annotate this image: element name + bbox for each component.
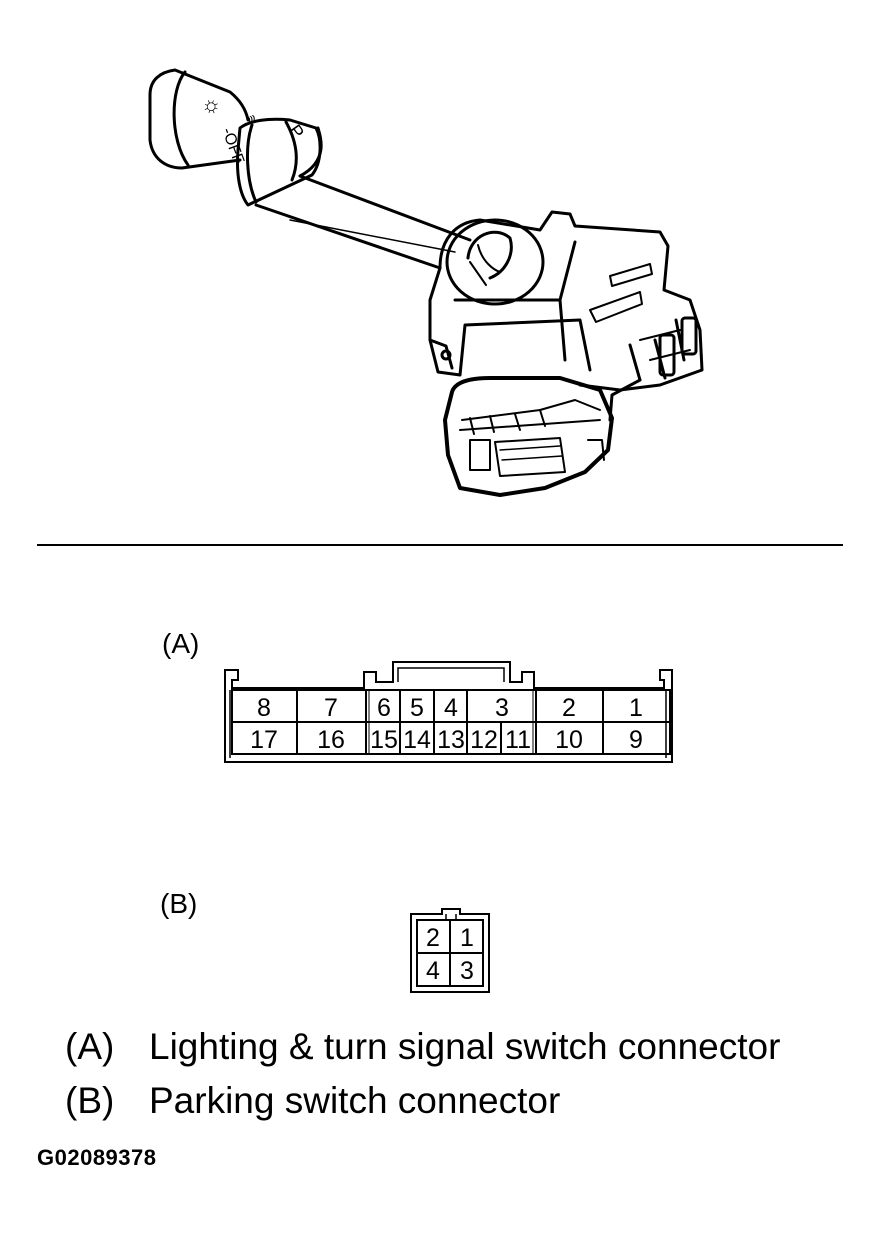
switch-lever xyxy=(148,68,472,270)
lever-marking-tail-icon: ≋ xyxy=(243,112,261,127)
connector-a-face: 8 7 6 5 4 3 2 1 17 16 15 14 13 12 11 10 … xyxy=(224,661,673,763)
pin-a-6: 6 xyxy=(377,694,391,722)
pin-a-8: 8 xyxy=(257,694,271,722)
pin-a-14: 14 xyxy=(403,726,431,754)
pin-a-5: 5 xyxy=(410,694,424,722)
pin-a-1: 1 xyxy=(629,694,643,722)
switch-housing xyxy=(428,210,704,422)
connector-b-face: 2 1 4 3 xyxy=(410,908,490,993)
lever-marking-off: -OFF xyxy=(218,126,247,167)
pin-a-11: 11 xyxy=(505,726,531,754)
pin-a-15: 15 xyxy=(370,726,398,754)
pin-b-3: 3 xyxy=(460,957,474,985)
combination-switch-illustration: ☼ -OFF ≋ P xyxy=(148,68,704,497)
connector-b-label: (B) xyxy=(160,888,198,919)
legend-key-a: (A) xyxy=(65,1026,115,1067)
pin-a-16: 16 xyxy=(317,726,345,754)
pin-a-2: 2 xyxy=(562,694,576,722)
section-divider xyxy=(37,544,843,546)
pin-a-7: 7 xyxy=(324,694,338,722)
pin-a-10: 10 xyxy=(555,726,583,754)
lever-markings: ☼ -OFF ≋ P xyxy=(198,89,308,166)
pin-b-2: 2 xyxy=(426,924,440,952)
legend-text-a: Lighting & turn signal switch connector xyxy=(149,1026,781,1067)
legend-item-a: (A) Lighting & turn signal switch connect… xyxy=(65,1027,780,1067)
legend-text-b: Parking switch connector xyxy=(149,1080,561,1121)
lever-marking-headlight-icon: ☼ xyxy=(198,89,226,119)
legend-key-b: (B) xyxy=(65,1080,115,1121)
legend-item-b: (B) Parking switch connector xyxy=(65,1081,560,1121)
pin-a-4: 4 xyxy=(444,694,458,722)
connector-plug xyxy=(443,376,614,497)
pin-a-9: 9 xyxy=(629,726,643,754)
connector-a-label: (A) xyxy=(162,628,200,659)
figure-code: G02089378 xyxy=(37,1145,157,1170)
pin-b-4: 4 xyxy=(426,957,440,985)
pin-b-1: 1 xyxy=(460,924,474,952)
pin-a-17: 17 xyxy=(250,726,278,754)
pin-a-3: 3 xyxy=(495,694,509,722)
pin-a-13: 13 xyxy=(437,726,465,754)
pin-a-12: 12 xyxy=(470,726,498,754)
